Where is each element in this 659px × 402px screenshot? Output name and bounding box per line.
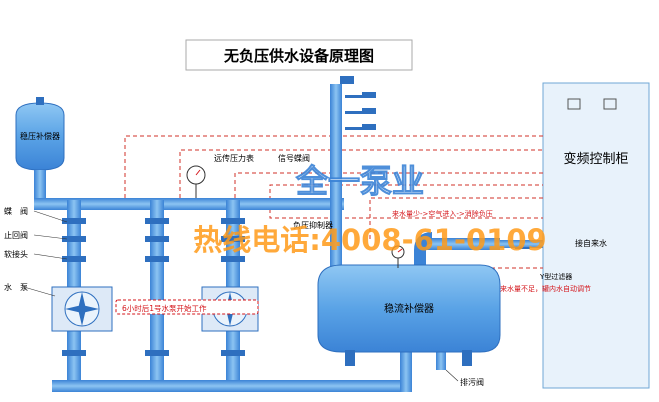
main-stabilizer-tank [317, 264, 501, 353]
label-inlet: 接自来水 [575, 238, 607, 248]
tank-leg-right [462, 350, 472, 366]
pump-note-box [115, 299, 259, 315]
label-drain: 排污阀 [460, 377, 484, 387]
page-title: 无负压供水设备原理图 [223, 47, 374, 65]
label-soft-joint: 软接头 [4, 249, 28, 259]
label-pump: 水 泵 [4, 282, 28, 292]
label-gauge: 远传压力表 [214, 153, 254, 163]
cabinet-indicator-left [567, 98, 581, 110]
cabinet-indicator-right [603, 98, 617, 110]
top-tank-label: 稳压补偿器 [20, 131, 60, 141]
pump-line-valves [62, 218, 245, 356]
title-frame [185, 39, 413, 71]
pump-fan-icon [65, 292, 99, 326]
label-pump-note: 6小时后1号水泵开始工作 [122, 303, 207, 313]
left-label-leaders [23, 210, 68, 297]
pump-left [51, 286, 113, 332]
main-tank-label: 稳流补偿器 [384, 302, 434, 315]
label-butterfly-valve: 蝶 阀 [4, 206, 28, 216]
label-note-flow: 来水量少->空气进入->消除负压 [392, 209, 493, 218]
tank-leg-left [345, 350, 355, 366]
control-cabinet [542, 82, 650, 389]
label-check-valve: 止回阀 [4, 230, 28, 240]
label-auto-adjust: 来水量不足，罐内水自动调节 [500, 284, 591, 293]
label-y-filter: Y型过滤器 [539, 272, 572, 281]
top-valve-stack [340, 76, 376, 130]
top-tank-cap [36, 97, 44, 105]
cabinet-label: 变频控制柜 [563, 151, 628, 167]
label-signal-valve: 信号蝶阀 [278, 153, 310, 163]
watermark-hotline: 热线电话:4008-61-0109 [193, 223, 546, 257]
label-suppressor: 负压抑制器 [293, 220, 333, 230]
watermark-brand: 全一泵业 [295, 162, 424, 200]
top-pressure-tank [15, 102, 65, 171]
